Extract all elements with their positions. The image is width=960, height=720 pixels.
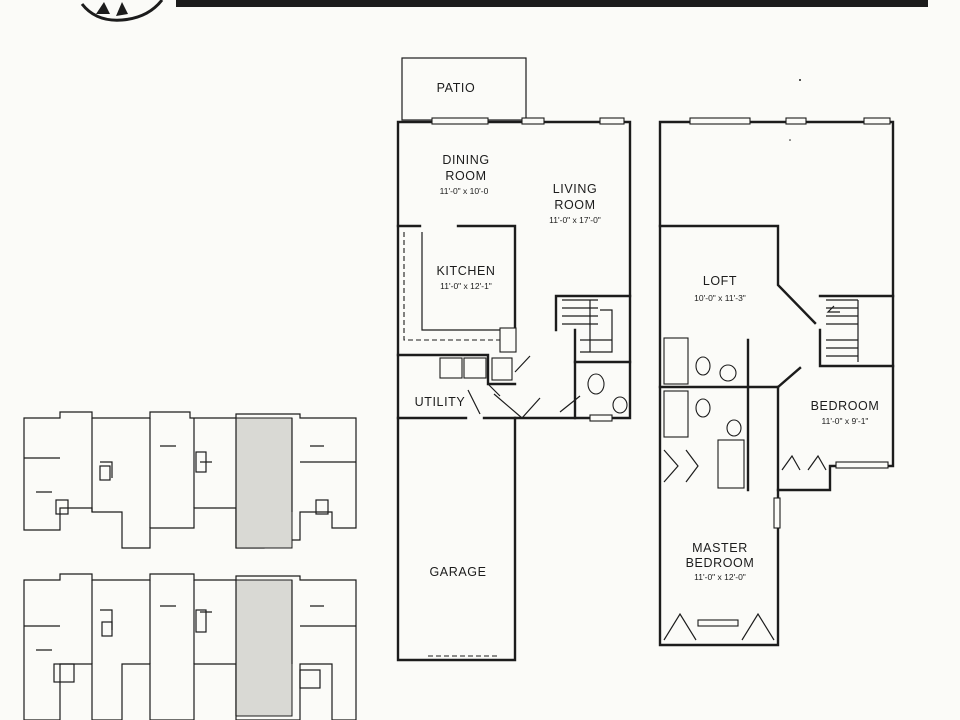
key-plan-lower-highlight [235,579,293,717]
upper-window-3 [863,117,891,125]
key-plan-upper-highlight [235,417,293,549]
window-2 [521,117,545,125]
patio-label: PATIO [437,81,476,95]
kitchen-label: KITCHEN [436,264,495,278]
logo-emblem [80,0,164,22]
living-label-2: ROOM [554,198,595,212]
master-closet [663,612,775,641]
master-window [697,619,739,627]
garage-label: GARAGE [429,565,486,579]
tub-2 [663,390,689,438]
bedroom-closet-door [781,454,827,471]
stair-treads [562,299,613,353]
loft-dims: 10'-0" x 11'-3" [694,293,746,303]
washer [439,357,463,379]
bedroom-dims: 11'-0" x 9'-1" [822,416,869,426]
key-plan-upper [23,411,357,549]
toilet-1 [695,356,711,376]
rear-window [589,414,613,422]
speck [799,79,801,81]
kitchen-wall [396,224,517,347]
dryer [463,357,487,379]
speck [789,139,791,141]
bedroom-window [835,461,889,469]
window-1 [431,117,489,125]
header [80,0,928,22]
upper-stair-treads [826,299,859,362]
loft-label: LOFT [703,274,737,288]
upper-window-2 [785,117,807,125]
sink-1 [719,364,737,382]
dining-dims: 11'-0" x 10'-0 [440,186,489,196]
upper-stair-wall [818,294,895,368]
key-plan-upper-partitions [24,418,356,548]
sink-2 [726,419,742,437]
tub-1 [663,337,689,385]
half-bath-door [559,395,581,413]
bedroom-label: BEDROOM [811,399,880,413]
first-floor: PATIO DININ [396,57,632,662]
kitchen-dims: 11'-0" x 12'-1" [440,281,492,291]
kitchen-counter [403,232,500,341]
utility-door [487,355,531,397]
linen-closet [717,439,745,489]
dining-label-2: ROOM [445,169,486,183]
logo-leaf [96,2,128,16]
utility-wall [396,353,517,386]
key-plan-lower-partitions [24,580,356,716]
key-plan-lower [23,573,357,720]
second-floor-exterior-wall [658,120,895,647]
bath-wall [658,338,802,492]
fridge [499,327,517,353]
toilet-2 [695,398,711,418]
utility-label: UTILITY [415,395,466,409]
header-rule [176,0,928,7]
loft-rail [658,224,817,325]
second-floor: LOFT 10'-0" x 11'-3" BEDROOM 11'-0" x 9'… [658,117,895,647]
window-3 [599,117,625,125]
stair-wall [554,294,632,420]
key-plan-upper-outline [23,411,357,549]
kitchen-counter-inner [421,232,500,331]
garage-door-swing [467,389,481,415]
half-bath-toilet [587,373,605,395]
upper-window-1 [689,117,751,125]
side-window [773,497,781,529]
entry-door-swing [493,393,541,419]
master-label-1: MASTER [692,541,748,555]
living-label-1: LIVING [553,182,598,196]
closet-doors [663,449,699,483]
water-heater [491,357,513,381]
master-dims: 11'-0" x 12'-0" [694,572,746,582]
dining-label-1: DINING [442,153,489,167]
master-label-2: BEDROOM [686,556,755,570]
half-bath-sink [612,396,628,414]
key-plan-lower-outline [23,573,357,720]
living-dims: 11'-0" x 17'-0" [549,215,601,225]
